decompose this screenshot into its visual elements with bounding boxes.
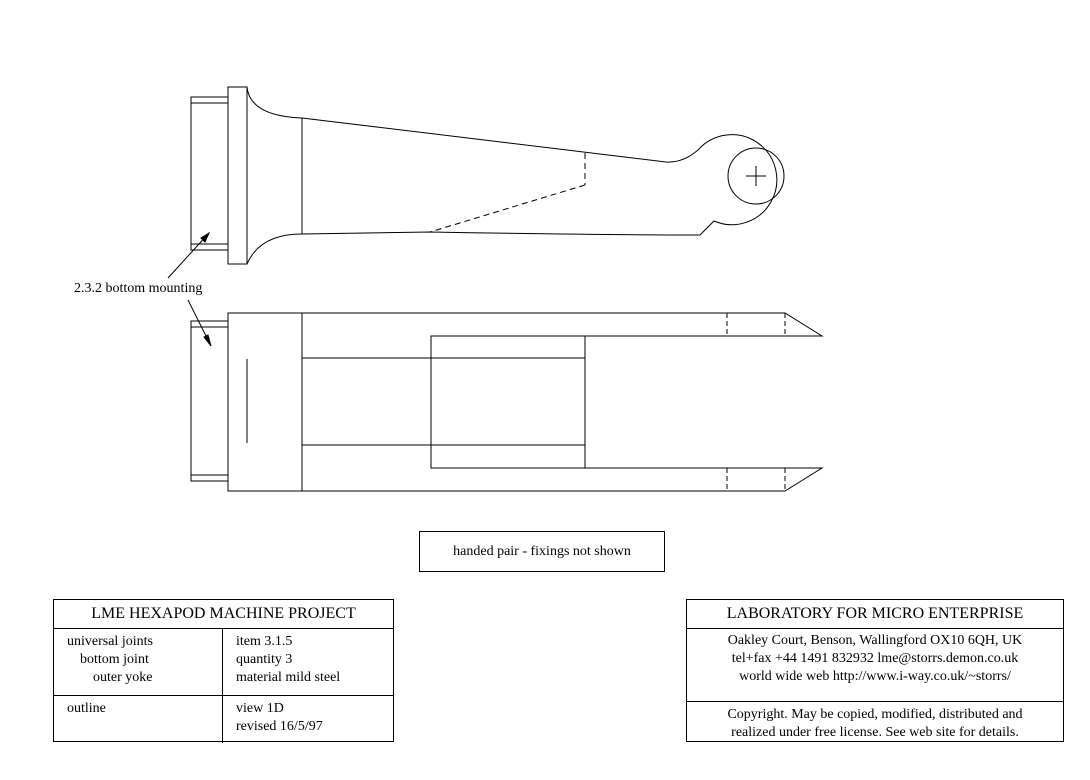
- project-row-1-right: item 3.1.5 quantity 3 material mild stee…: [223, 629, 340, 695]
- view-id: view 1D: [236, 701, 284, 716]
- quantity: quantity 3: [236, 652, 293, 667]
- part-name: outer yoke: [93, 670, 153, 685]
- fork-outline: [302, 312, 824, 492]
- project-title-block: LME HEXAPOD MACHINE PROJECT universal jo…: [53, 599, 394, 743]
- top-arm-outline: [246, 86, 778, 265]
- revision-date: revised 16/5/97: [236, 719, 323, 734]
- top-mount-stub: [190, 96, 229, 251]
- note-box: handed pair - fixings not shown: [419, 531, 665, 572]
- drawing-type: outline: [67, 701, 106, 716]
- license-line: realized under free license. See web sit…: [731, 725, 1019, 740]
- fork-slot: [430, 335, 586, 469]
- lab-web-line: world wide web http://www.i-way.co.uk/~s…: [739, 669, 1011, 684]
- part-group: universal joints: [67, 634, 153, 649]
- bottom-mount-stub: [190, 320, 229, 482]
- copyright-line: Copyright. May be copied, modified, dist…: [727, 707, 1023, 722]
- leader-lines: [167, 231, 212, 347]
- lab-title: LABORATORY FOR MICRO ENTERPRISE: [687, 600, 1063, 629]
- lab-address-line: Oakley Court, Benson, Wallingford OX10 6…: [727, 633, 1023, 648]
- lab-contact-line: tel+fax +44 1491 832932 lme@storrs.demon…: [731, 651, 1019, 666]
- bottom-view: [190, 312, 824, 492]
- project-row-2-right: view 1D revised 16/5/97: [223, 696, 323, 743]
- project-row-1: universal joints bottom joint outer yoke…: [54, 629, 393, 696]
- bore-circle: [727, 147, 785, 205]
- part-subgroup: bottom joint: [80, 652, 149, 667]
- lab-copyright: Copyright. May be copied, modified, dist…: [687, 702, 1063, 745]
- lab-title-block: LABORATORY FOR MICRO ENTERPRISE Oakley C…: [686, 599, 1064, 742]
- note-text: handed pair - fixings not shown: [453, 543, 631, 559]
- top-view: [190, 86, 785, 265]
- project-row-2-left: outline: [54, 696, 223, 743]
- project-title: LME HEXAPOD MACHINE PROJECT: [54, 600, 393, 629]
- lab-address: Oakley Court, Benson, Wallingford OX10 6…: [687, 629, 1063, 702]
- bottom-base-block: [227, 312, 303, 492]
- project-row-2: outline view 1D revised 16/5/97: [54, 696, 393, 743]
- item-number: item 3.1.5: [236, 634, 293, 649]
- material: material mild steel: [236, 670, 341, 685]
- project-row-1-left: universal joints bottom joint outer yoke: [54, 629, 223, 695]
- mounting-label: 2.3.2 bottom mounting: [74, 281, 202, 296]
- top-flange: [227, 86, 248, 265]
